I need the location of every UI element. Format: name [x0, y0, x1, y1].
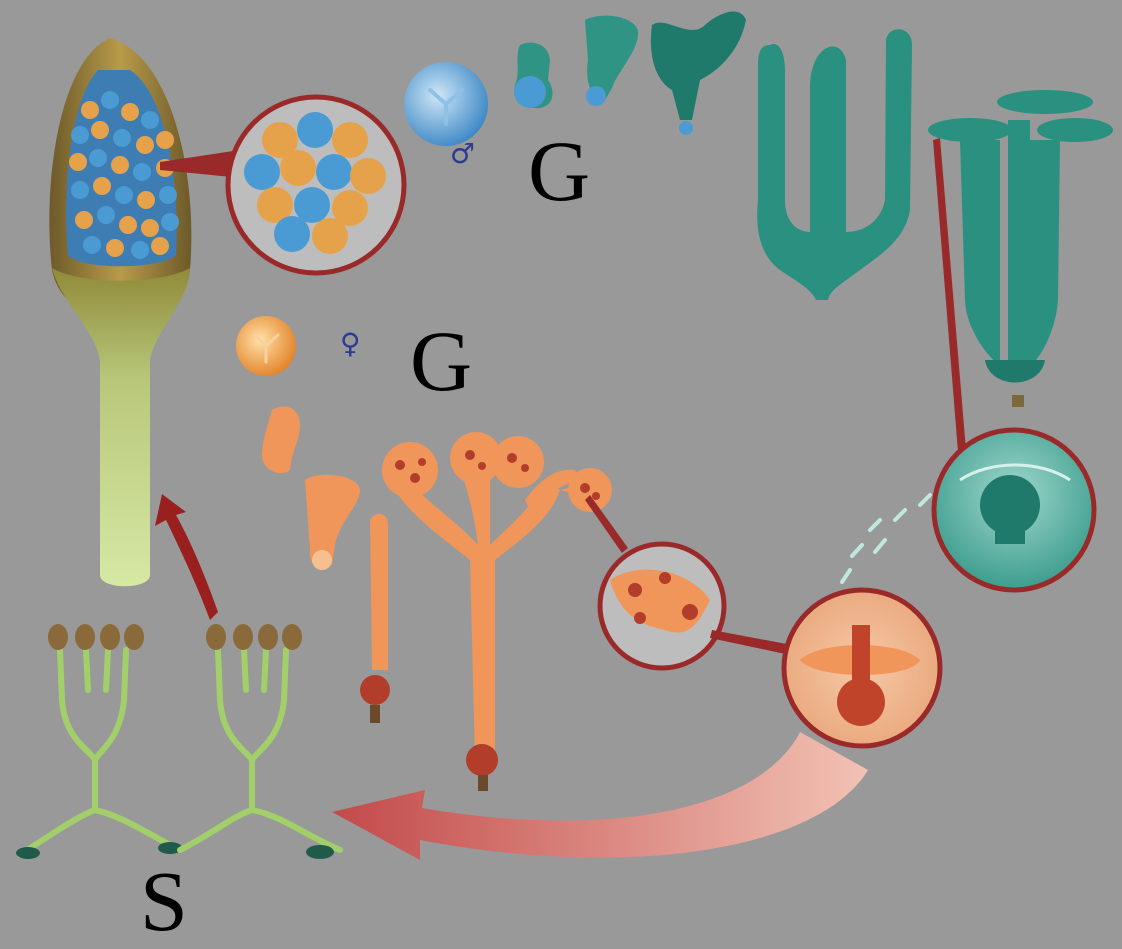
fertilization-magnification [710, 590, 940, 746]
spore-magnification [160, 97, 404, 273]
young-sporophyte-left [20, 650, 180, 855]
cycle-arrow-left [155, 494, 218, 620]
archegonia-magnification [585, 495, 724, 668]
cycle-arrow-bottom [332, 732, 868, 860]
female-spore [236, 316, 296, 376]
sperm-swimming [842, 495, 930, 582]
male-gametophyte [757, 29, 912, 300]
female-gametophyte [382, 432, 612, 791]
sporophyte-label: S [140, 858, 188, 944]
female-symbol: ♀ [340, 330, 361, 358]
young-sporophyte-left-heads [16, 624, 182, 859]
male-germination-stages [514, 12, 746, 135]
female-germination-stages [262, 406, 390, 723]
male-spore [404, 62, 488, 146]
gametophyte-label-male: G [528, 128, 590, 214]
male-symbol: ♂ [450, 140, 475, 168]
young-sporophyte-right [180, 650, 340, 850]
gametophyte-label-female: G [410, 318, 472, 404]
